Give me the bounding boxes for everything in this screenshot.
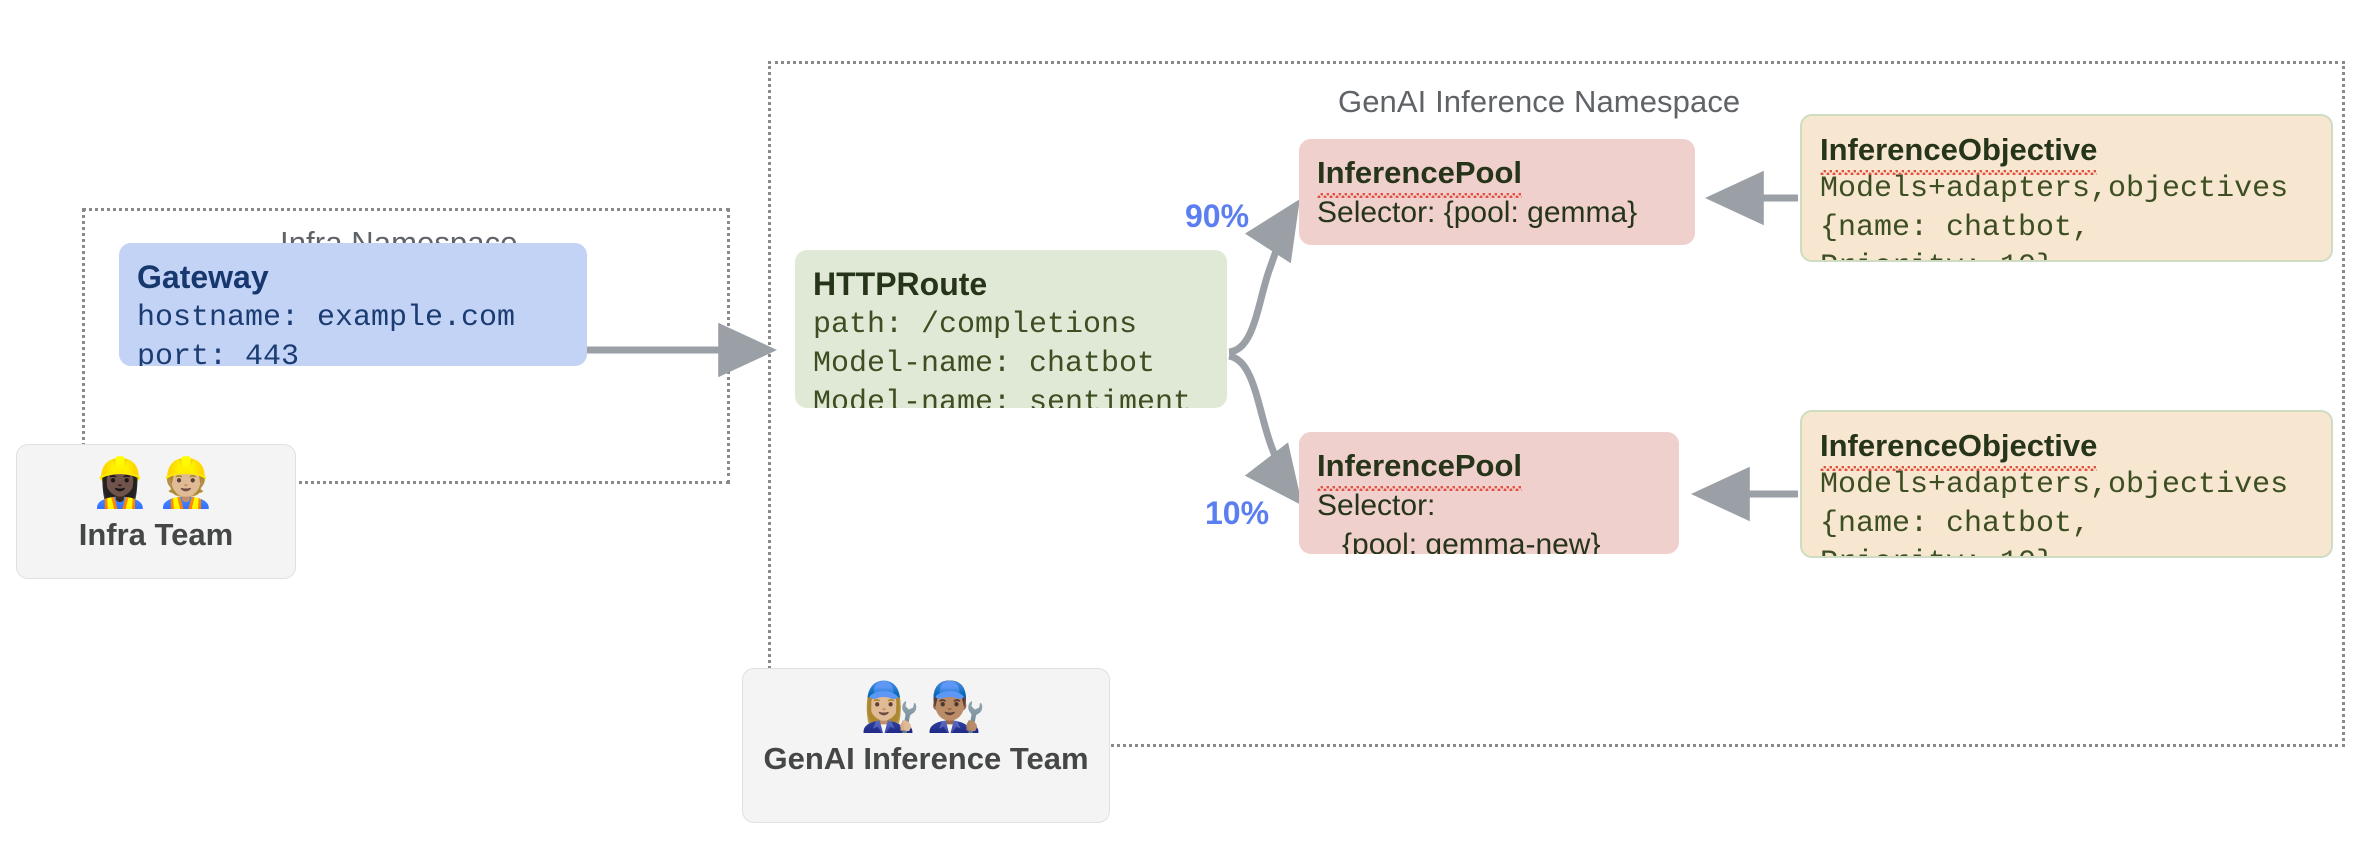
httproute-card[interactable]: HTTPRoute path: /completions Model-name:… (795, 250, 1227, 408)
inferencepool-gemma-selector: Selector: {pool: gemma} (1317, 196, 1638, 230)
infra-team-chip[interactable]: 👷🏿‍♀️👷🏼 Infra Team (16, 444, 296, 579)
gateway-port: port: 443 (137, 339, 300, 366)
inferenceobjective-top-models: Models+adapters,objectives (1820, 172, 2289, 207)
inferencepool-gemma-new-selector-value: {pool: gemma-new} (1317, 528, 1601, 554)
genai-inference-team-chip[interactable]: 👩🏼‍🔧👨🏽‍🔧 GenAI Inference Team (742, 668, 1110, 823)
httproute-title: HTTPRoute (813, 266, 988, 302)
gateway-hostname: hostname: example.com (137, 300, 516, 335)
infra-team-label: Infra Team (78, 517, 234, 552)
inferenceobjective-bottom-name: {name: chatbot, (1820, 507, 2091, 542)
traffic-weight-90-label: 90% (1185, 198, 1250, 234)
inferenceobjective-bottom-card[interactable]: InferenceObjective Models+adapters,objec… (1800, 410, 2333, 558)
genai-namespace-boundary (768, 61, 2345, 747)
inferenceobjective-top-card[interactable]: InferenceObjective Models+adapters,objec… (1800, 114, 2333, 262)
httproute-model-name-sentiment: Model-name: sentiment (813, 385, 1192, 408)
inferenceobjective-bottom-models: Models+adapters,objectives (1820, 468, 2289, 503)
inferencepool-gemma-new-selector-label: Selector: (1317, 489, 1436, 523)
inferencepool-gemma-new-title: InferencePool (1317, 446, 1522, 492)
genai-inference-team-label: GenAI Inference Team (763, 741, 1089, 776)
httproute-path: path: /completions (813, 307, 1138, 342)
gateway-card[interactable]: Gateway hostname: example.com port: 443 (119, 243, 587, 366)
genai-namespace-title: GenAI Inference Namespace (1338, 84, 1741, 119)
inferenceobjective-top-name: {name: chatbot, (1820, 211, 2091, 246)
inferencepool-gemma-new-card[interactable]: InferencePool Selector: {pool: gemma-new… (1299, 432, 1679, 554)
gateway-title: Gateway (137, 259, 269, 295)
httproute-model-name-chatbot: Model-name: chatbot (813, 346, 1156, 381)
inferenceobjective-top-title: InferenceObjective (1820, 130, 2098, 176)
construction-workers-icon: 👷🏿‍♀️👷🏼 (90, 455, 222, 511)
inferenceobjective-bottom-priority: Priority: 10} (1820, 544, 2313, 556)
inferenceobjective-bottom-title: InferenceObjective (1820, 426, 2098, 472)
inferenceobjective-top-priority: Priority: 10} (1820, 248, 2313, 260)
mechanics-icon: 👩🏼‍🔧👨🏽‍🔧 (860, 679, 992, 735)
inferencepool-gemma-card[interactable]: InferencePool Selector: {pool: gemma} (1299, 139, 1695, 245)
traffic-weight-10-label: 10% (1205, 495, 1270, 531)
inferencepool-gemma-title: InferencePool (1317, 153, 1522, 199)
